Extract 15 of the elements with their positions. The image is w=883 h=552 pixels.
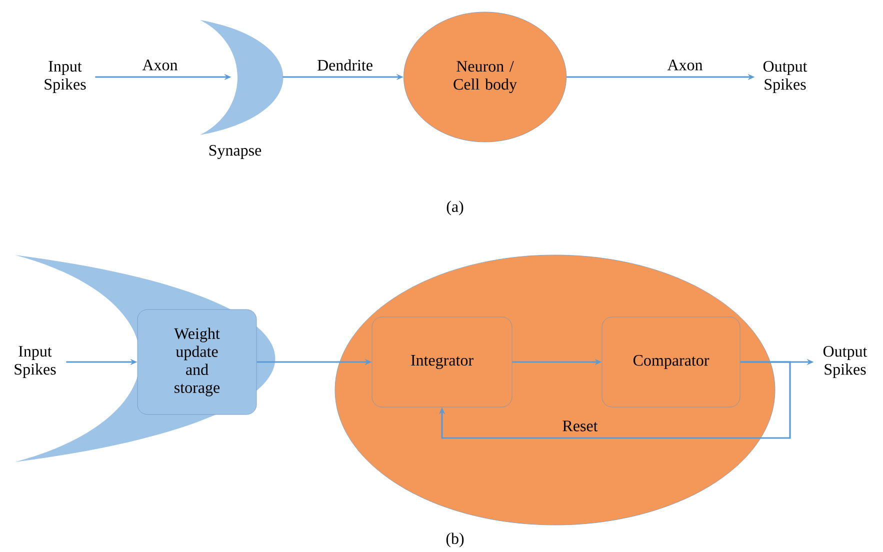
edge-label: Axon	[666, 58, 704, 72]
edge-label: Reset	[561, 420, 599, 432]
edge-label: Axon	[141, 58, 179, 72]
process-box: Integrator	[372, 316, 512, 408]
panel-label: (b)	[446, 532, 464, 548]
synapse-shape	[200, 20, 284, 135]
spike-label: Input Spikes	[44, 61, 86, 93]
spike-label: Output Spikes	[763, 61, 808, 93]
arrow	[438, 361, 791, 439]
synapse-label: Synapse	[209, 144, 262, 160]
process-box: Weight update and storage	[137, 309, 257, 415]
spike-label: Output Spikes	[823, 346, 868, 378]
edge-label: Dendrite	[316, 58, 374, 72]
panel-label: (a)	[446, 200, 464, 216]
process-box: Comparator	[602, 316, 740, 408]
